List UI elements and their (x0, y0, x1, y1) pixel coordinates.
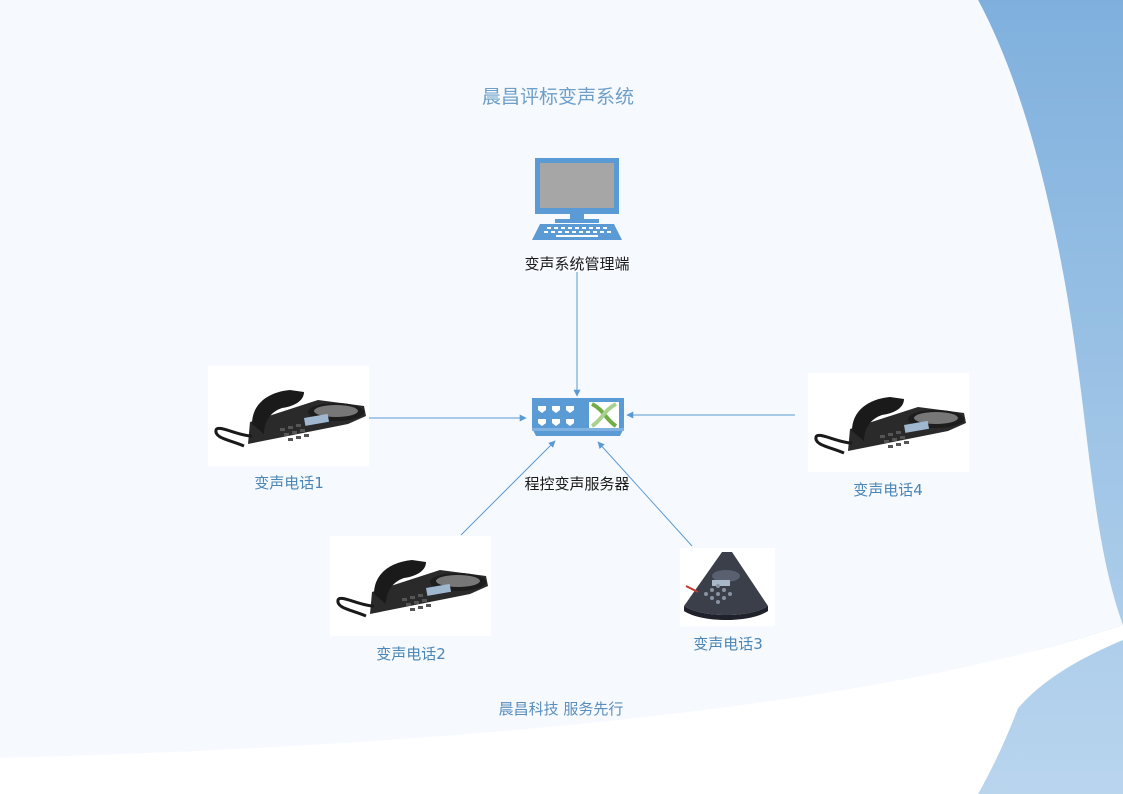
footer-slogan: 晨昌科技 服务先行 (498, 700, 624, 718)
bottom-band-shape (0, 625, 1123, 794)
server-switch-icon (532, 398, 624, 436)
computer-icon (532, 158, 622, 240)
connector-phone2-server (460, 440, 556, 536)
node-label-phone3: 变声电话3 (693, 635, 763, 653)
node-label-server: 程控变声服务器 (524, 475, 630, 493)
conference-phone-image (680, 548, 775, 626)
connector-phone3-server (597, 441, 693, 547)
node-label-phone2: 变声电话2 (376, 645, 446, 663)
phone1-image (208, 366, 369, 466)
node-label-phone4: 变声电话4 (853, 481, 923, 499)
page-title: 晨昌评标变声系统 (481, 86, 635, 108)
phone2-image (330, 536, 491, 636)
phone4-image (808, 373, 969, 472)
node-label-phone1: 变声电话1 (254, 474, 324, 492)
light-panel-shape (0, 0, 1123, 758)
node-label-admin: 变声系统管理端 (524, 255, 630, 273)
